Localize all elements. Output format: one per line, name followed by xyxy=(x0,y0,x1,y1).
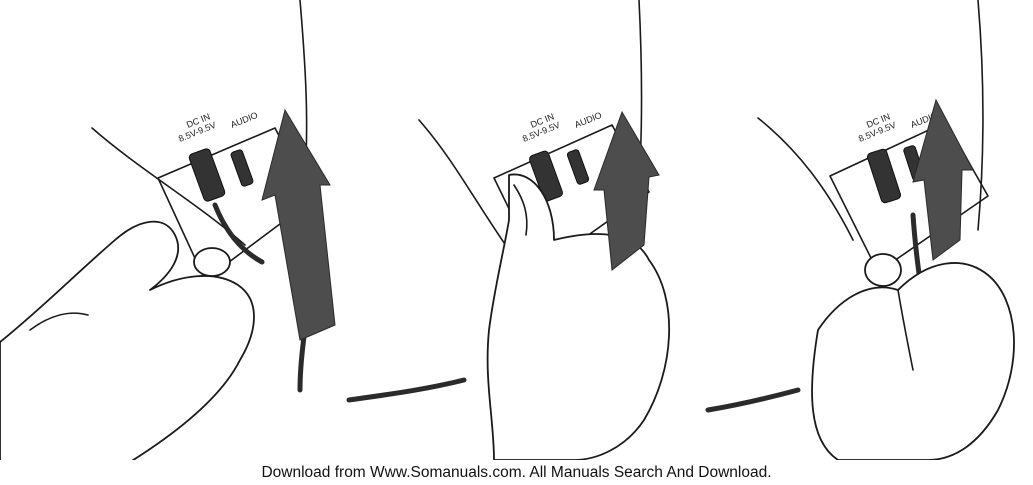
hand xyxy=(812,263,1014,460)
jack-knob xyxy=(865,254,901,286)
dc-plug xyxy=(188,148,226,203)
step-1-drawing: DC IN 8.5V-9.5V AUDIO xyxy=(0,0,345,460)
illustration-step-1: DC IN 8.5V-9.5V AUDIO xyxy=(0,0,345,460)
step-2-drawing: DC IN 8.5V-9.5V AUDIO xyxy=(344,0,689,460)
audio-plug xyxy=(230,149,254,187)
device-outline-curve xyxy=(419,120,509,250)
step-3-drawing: DC IN 8.5V-9.5V AUDIO xyxy=(688,0,1033,460)
direction-arrow xyxy=(262,110,335,340)
device-outline-curve xyxy=(758,118,853,240)
jack-knob xyxy=(194,248,230,276)
device-edge-curve xyxy=(978,0,983,230)
illustration-step-2: DC IN 8.5V-9.5V AUDIO xyxy=(344,0,689,460)
dc-cable xyxy=(708,390,798,410)
dc-cable xyxy=(349,380,464,400)
dc-plug xyxy=(866,148,901,204)
audio-label: AUDIO xyxy=(229,110,259,130)
download-footer-text: Download from Www.Somanuals.com. All Man… xyxy=(0,462,1033,484)
illustration-step-3: DC IN 8.5V-9.5V AUDIO xyxy=(688,0,1033,460)
audio-label: AUDIO xyxy=(573,110,603,130)
jack-panel xyxy=(830,122,988,272)
audio-plug xyxy=(567,149,590,185)
